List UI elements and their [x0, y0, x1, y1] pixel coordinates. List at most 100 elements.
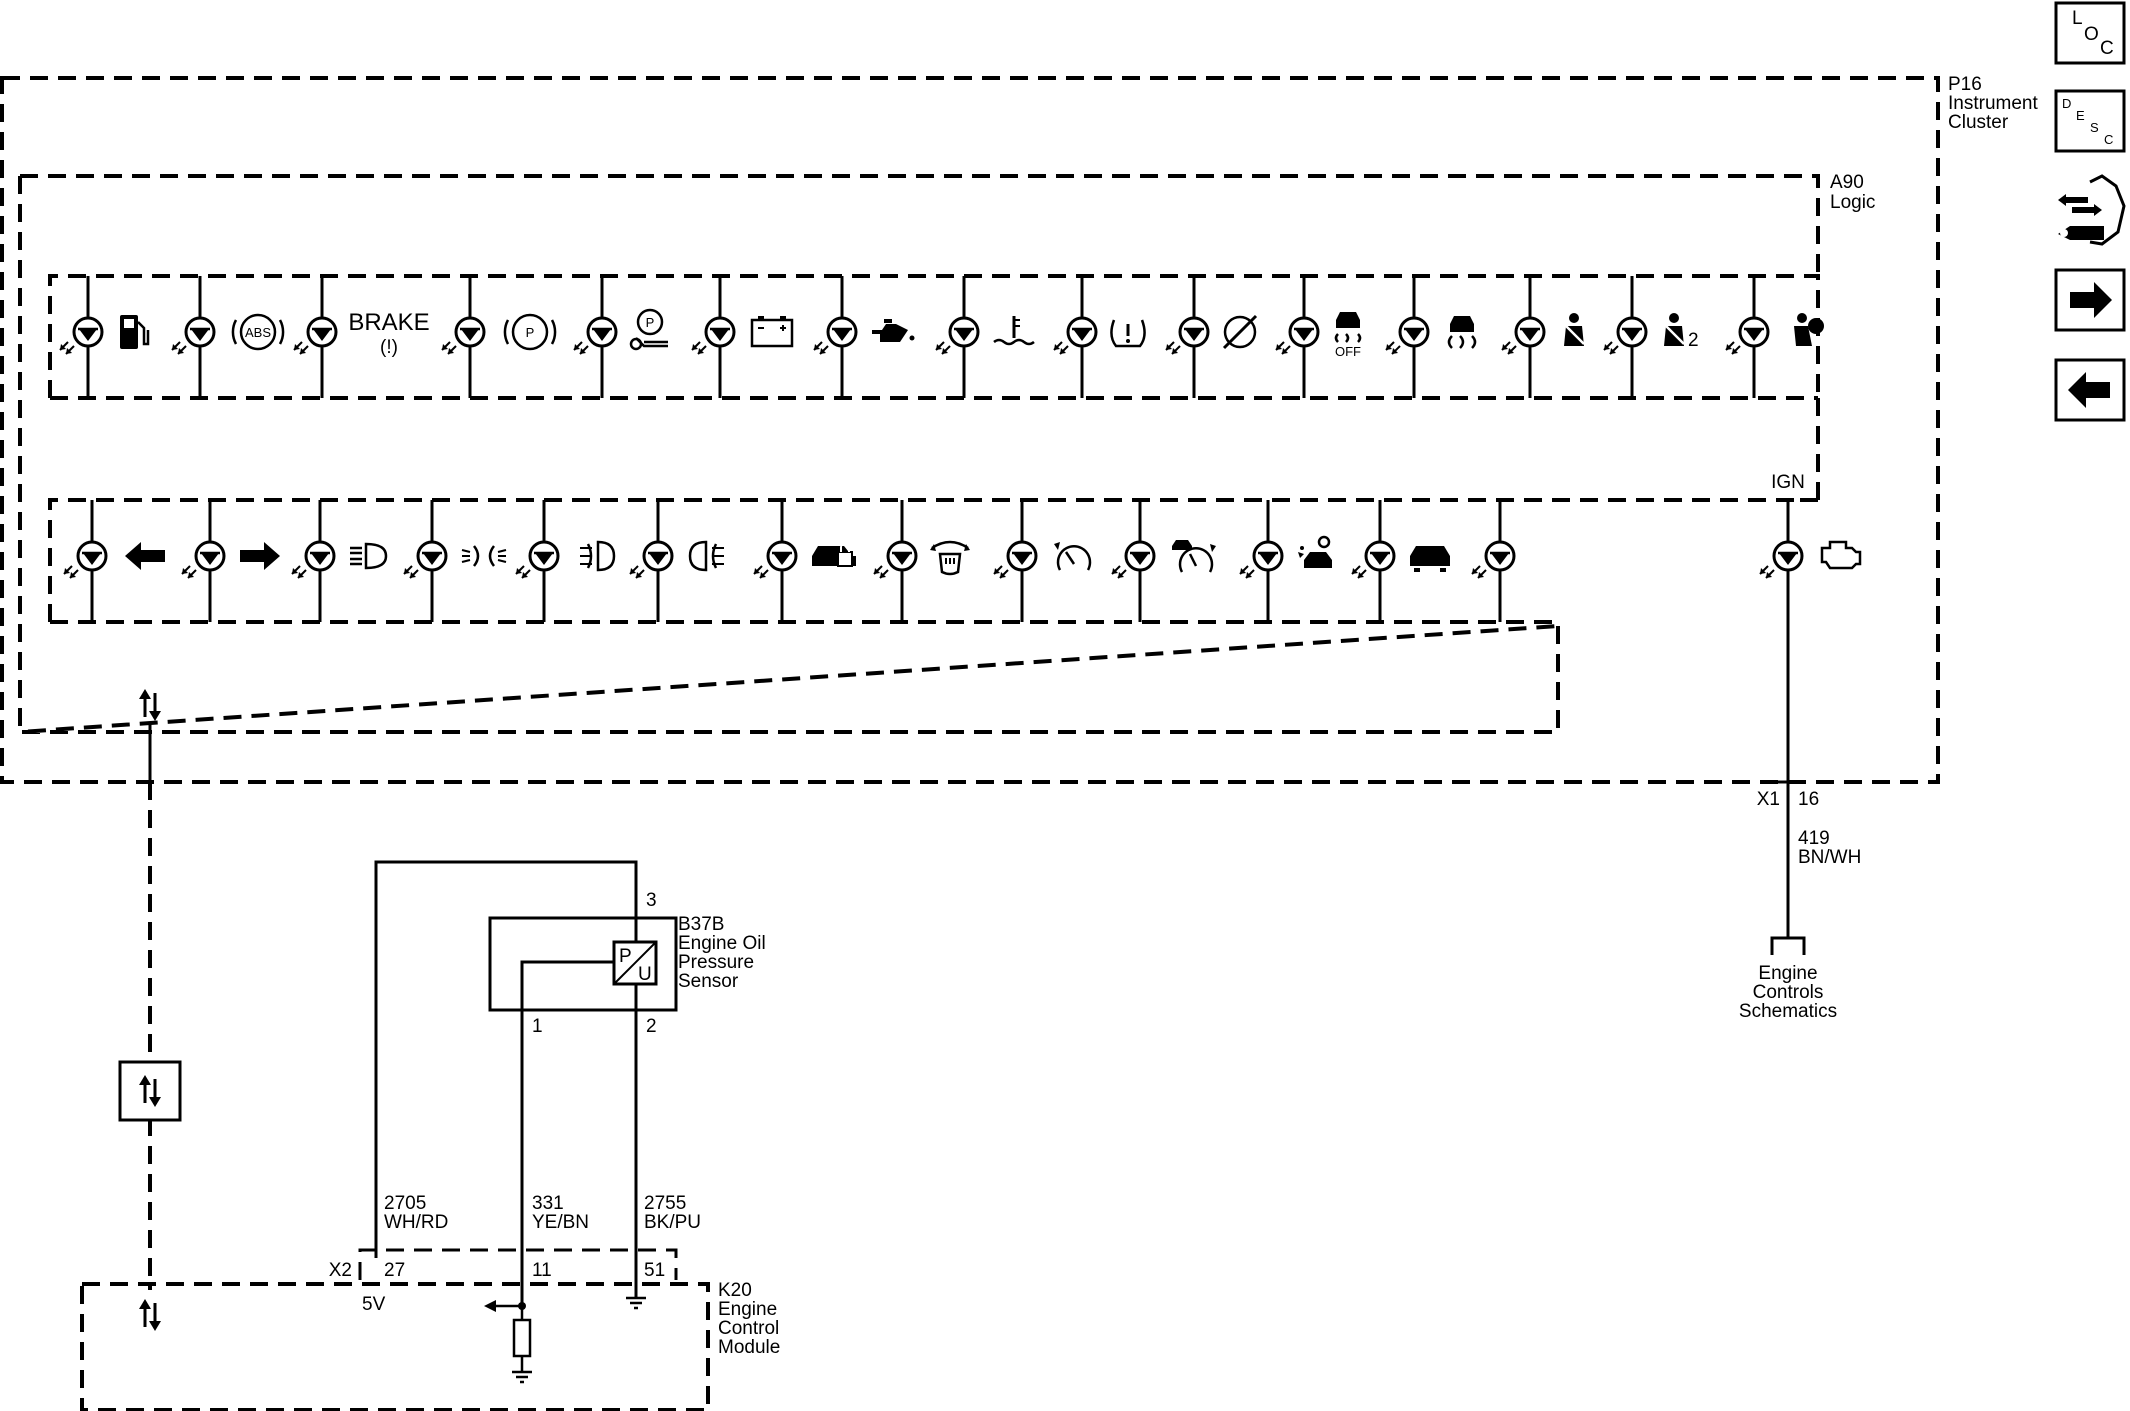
ecm-name-line3: Module — [718, 1337, 780, 1358]
wire-331 — [520, 960, 614, 1306]
ecm-id: K20 — [718, 1280, 752, 1301]
arrow-right-icon — [240, 542, 280, 570]
park-brake-icon: P — [503, 313, 557, 351]
high-beam-icon — [350, 542, 388, 570]
svg-text:S: S — [2090, 120, 2099, 135]
pull-down-resistor — [512, 1318, 532, 1358]
svg-text:ABS: ABS — [245, 325, 271, 340]
led-fuel — [58, 316, 104, 356]
led-pedestrian — [1238, 540, 1284, 580]
led-battery — [690, 316, 736, 356]
car-lock-icon — [812, 542, 856, 567]
logic-outline — [19, 174, 1820, 734]
led-seatbelt-2 — [1602, 316, 1648, 356]
svg-text:C: C — [2100, 38, 2114, 59]
wire-331-color: YE/BN — [532, 1212, 589, 1233]
led-park-brake — [440, 316, 486, 356]
ground-symbol-sensor-low — [626, 1296, 646, 1310]
parking-lamps-icon — [461, 545, 507, 567]
led-tire-pressure — [1052, 316, 1098, 356]
logic-name: Logic — [1830, 192, 1875, 213]
led-rear-fog — [628, 540, 674, 580]
led-vehicle-ahead — [1350, 540, 1396, 580]
led-abs — [170, 316, 216, 356]
logic-id: A90 — [1830, 172, 1864, 193]
ign-label: IGN — [1771, 472, 1805, 493]
sensor-id: B37B — [678, 914, 724, 935]
svg-text:L: L — [2072, 8, 2083, 29]
svg-text:E: E — [2076, 108, 2085, 123]
led-oil-pressure — [812, 316, 858, 356]
led-spare — [1470, 540, 1516, 580]
instrument-cluster-outline — [0, 76, 1940, 784]
led-high-beam — [290, 540, 336, 580]
five-volt-label: 5V — [362, 1294, 386, 1315]
serial-data-icon-bottom — [137, 1297, 163, 1333]
ground-symbol-resistor — [512, 1370, 532, 1384]
washer-fluid-icon — [930, 540, 970, 576]
connector-end-view-icon[interactable] — [2058, 174, 2126, 246]
svg-text:C: C — [2104, 132, 2113, 147]
tire-pressure-icon — [1110, 319, 1146, 348]
service-park-brake-icon: P — [629, 308, 668, 351]
led-front-fog — [514, 540, 560, 580]
check-engine-icon — [1820, 540, 1862, 570]
oil-can-icon — [872, 319, 915, 342]
sensor-p-symbol: P — [619, 946, 632, 967]
wire-2705-circuit: 2705 — [384, 1193, 426, 1214]
wire-2755-color: BK/PU — [644, 1212, 701, 1233]
engine-controls-ref-line3: Schematics — [1739, 1001, 1837, 1022]
instrument-cluster-name-line1: Instrument — [1948, 93, 2038, 114]
sensor-pin-3: 3 — [646, 890, 657, 911]
x2-pin-27: 27 — [384, 1260, 405, 1281]
instrument-cluster-name-line2: Cluster — [1948, 112, 2009, 133]
led-service-park — [572, 316, 618, 356]
seatbelt-icon — [1564, 313, 1585, 346]
wire-419-circuit: 419 — [1798, 828, 1830, 849]
traction-control-off-icon: OFF — [1334, 312, 1362, 359]
led-parking-lamps — [402, 540, 448, 580]
led-cruise-set — [1110, 540, 1156, 580]
engine-controls-ref-line1: Engine — [1758, 963, 1817, 984]
led-turn-right — [180, 540, 226, 580]
svg-text:O: O — [2084, 24, 2099, 45]
led-cruise — [992, 540, 1038, 580]
sensor-name-line3: Sensor — [678, 971, 739, 992]
wire-331-circuit: 331 — [532, 1193, 564, 1214]
pedestrian-alert-icon — [1298, 535, 1332, 568]
svg-text:P: P — [526, 325, 535, 340]
led-heated-wiper — [872, 540, 918, 580]
led-brake — [292, 316, 338, 356]
sensor-name-line1: Engine Oil — [678, 933, 766, 954]
brake-symbol: (!) — [380, 337, 398, 358]
x2-connector: X2 — [329, 1260, 352, 1281]
wire-2705-color: WH/RD — [384, 1212, 448, 1233]
led-traction-off — [1274, 316, 1320, 356]
led-security — [752, 540, 798, 580]
led-cruise-off — [1164, 316, 1210, 356]
x2-pin-11: 11 — [532, 1260, 552, 1281]
abs-icon: ABS — [231, 313, 285, 351]
front-fog-lamp-icon — [580, 540, 616, 572]
airbag-icon — [1794, 313, 1824, 346]
oil-pressure-sensor-body — [488, 916, 678, 1012]
next-page-button[interactable] — [2054, 268, 2126, 332]
sensor-u-symbol: U — [638, 964, 652, 985]
traction-control-icon — [1447, 316, 1477, 349]
ecm-outline — [80, 1282, 710, 1411]
previous-page-button[interactable] — [2054, 358, 2126, 422]
description-button[interactable]: D E S C — [2054, 89, 2126, 153]
svg-text:OFF: OFF — [1335, 344, 1361, 359]
svg-text:2: 2 — [1688, 330, 1699, 351]
wire-2755-circuit: 2755 — [644, 1193, 686, 1214]
adaptive-cruise-icon — [1172, 540, 1216, 573]
serial-data-box — [118, 1060, 182, 1122]
battery-icon — [750, 316, 794, 348]
x1-pin: 16 — [1798, 789, 1819, 810]
speedometer-off-icon — [1222, 314, 1258, 350]
passenger-seatbelt-icon: 2 — [1664, 313, 1699, 351]
x2-pin-51: 51 — [644, 1260, 665, 1281]
location-button[interactable]: L O C — [2054, 1, 2126, 65]
ecm-name-line1: Engine — [718, 1299, 777, 1320]
wire-2705 — [374, 860, 638, 1258]
